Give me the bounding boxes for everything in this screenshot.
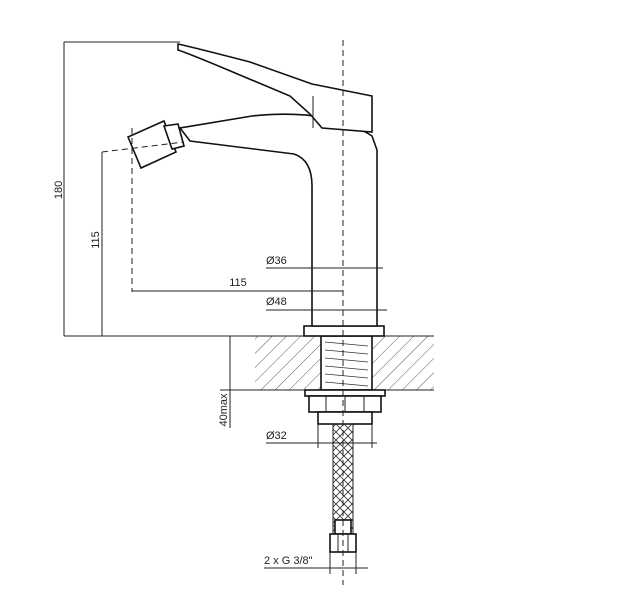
dim-label-hose-connection: 2 x G 3/8": [264, 555, 313, 567]
dimension-shank-diameter: Ø32: [266, 424, 377, 448]
dim-label-deck-thickness: 40max: [218, 393, 230, 427]
dim-label-180: 180: [53, 181, 65, 199]
dim-label-base-diameter: Ø48: [266, 296, 287, 308]
dim-label-spout-reach: 115: [229, 277, 247, 289]
lever-handle: [177, 43, 373, 133]
dim-label-body-diameter: Ø36: [266, 255, 287, 267]
fixing-nut: [304, 389, 386, 425]
dimension-base-diameter: Ø48: [266, 296, 387, 311]
dimension-180: 180: [53, 41, 260, 337]
faucet-body: [178, 113, 378, 327]
dimension-spout-reach: 115: [132, 277, 343, 292]
dimension-spout-height: 115: [90, 152, 103, 336]
dimension-deck-thickness: 40max: [218, 336, 258, 428]
threaded-shank: [320, 335, 373, 391]
base-flange: [303, 325, 385, 337]
dim-label-spout-height: 115: [90, 231, 102, 249]
countertop-section: [228, 335, 434, 391]
dimension-hose-connection: 2 x G 3/8": [264, 552, 368, 574]
aerator-nozzle: [126, 119, 185, 170]
dimension-body-diameter: Ø36: [266, 255, 383, 269]
dim-label-shank-diameter: Ø32: [266, 430, 287, 442]
